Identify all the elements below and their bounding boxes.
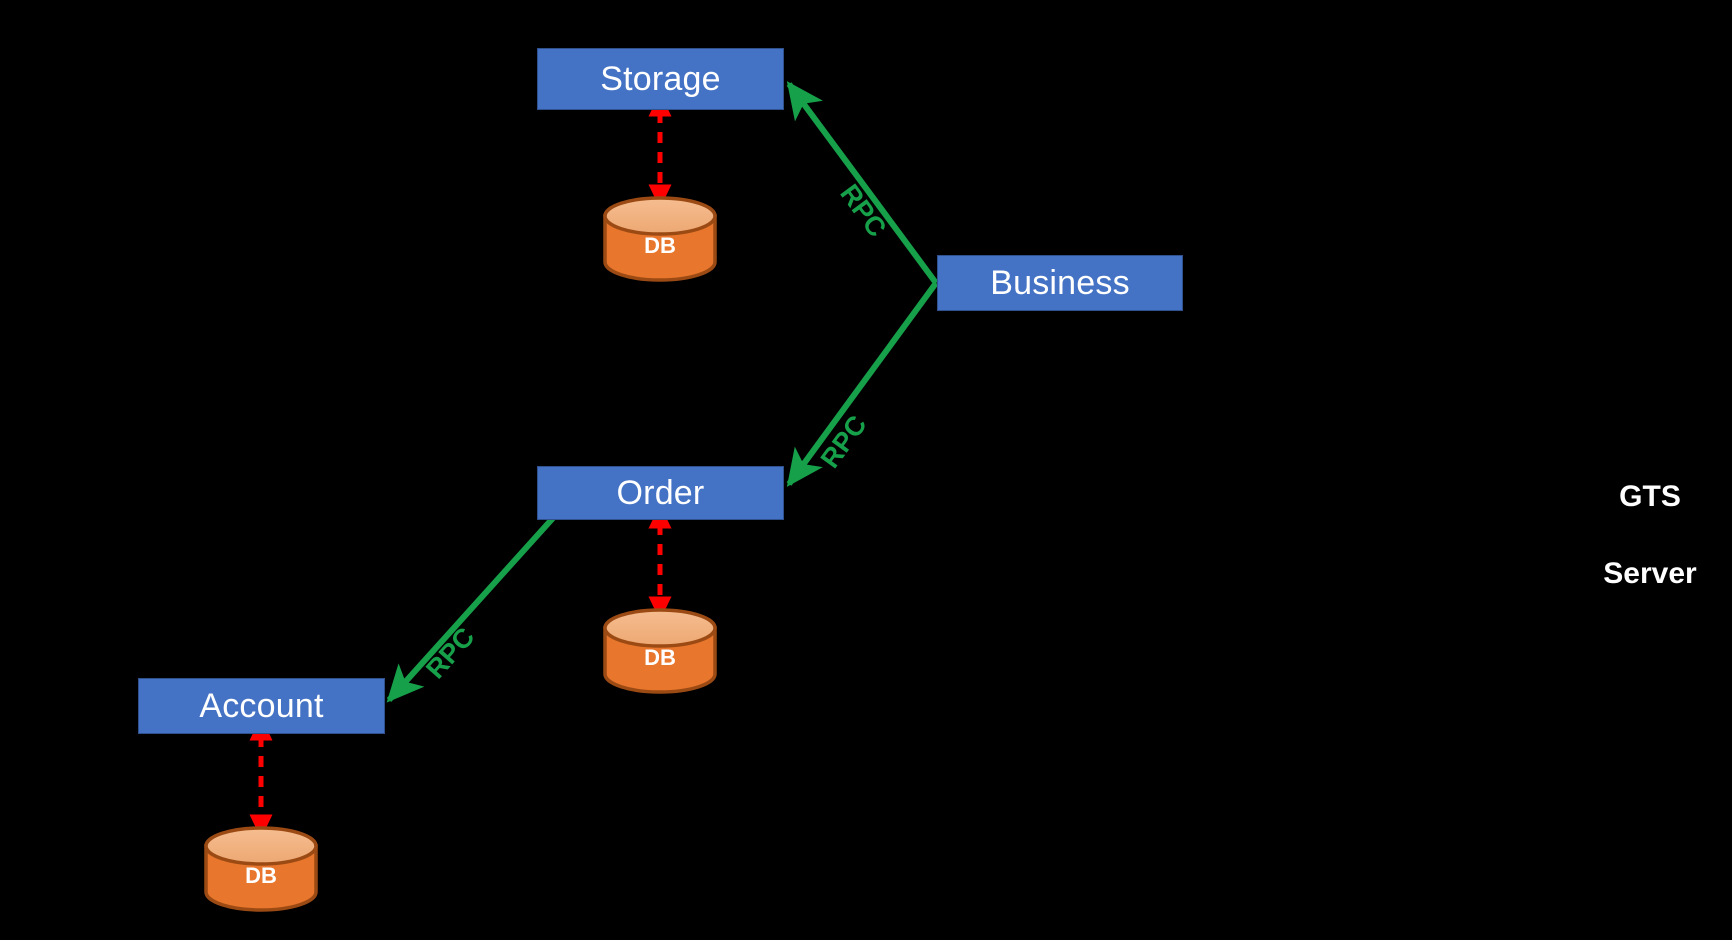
database-order-db[interactable]: DB — [603, 608, 717, 694]
rpc-link-business-to-order[interactable]: RPC — [786, 281, 939, 487]
service-box-order[interactable]: Order — [537, 466, 784, 520]
database-account-db[interactable]: DB — [204, 826, 318, 912]
database-label-order: DB — [644, 645, 676, 670]
rpc-link-business-to-storage[interactable]: RPC — [786, 81, 939, 285]
gts-server-title-line-1: GTS — [1619, 480, 1681, 514]
gts-server-title: GTS Server — [1570, 440, 1730, 632]
service-label-business: Business — [990, 264, 1130, 302]
rpc-label-order-account: RPC — [420, 622, 480, 685]
service-box-business[interactable]: Business — [937, 255, 1183, 311]
service-label-order: Order — [616, 474, 705, 512]
database-storage-db[interactable]: DB — [603, 196, 717, 282]
service-box-account[interactable]: Account — [138, 678, 385, 734]
service-label-account: Account — [199, 687, 324, 725]
gts-server-title-line-2: Server — [1603, 557, 1697, 591]
database-label-storage: DB — [644, 233, 676, 258]
rpc-link-order-to-account[interactable]: RPC — [386, 515, 556, 703]
database-label-account: DB — [245, 863, 277, 888]
service-box-storage[interactable]: Storage — [537, 48, 784, 110]
service-label-storage: Storage — [600, 60, 721, 98]
